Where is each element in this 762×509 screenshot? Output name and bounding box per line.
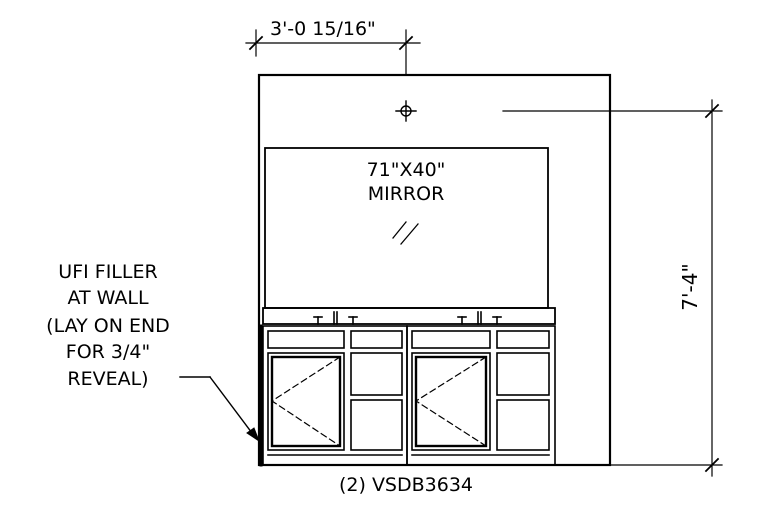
offset-dimension-text: 3'-0 15/16" [270,18,376,40]
vanity-left [262,325,408,466]
filler-note-line-4: FOR 3/4" [66,341,150,363]
drawer-left-bottom [350,399,403,451]
door-swing-right [414,356,487,447]
height-dimension-text: 7'-4" [678,263,702,310]
leader-arrowhead [246,427,261,443]
top-offset-dimension [245,29,421,76]
door-swing-left [270,356,341,447]
countertop [262,307,556,325]
door-left [267,352,345,451]
filler-leader [179,376,253,434]
drawer-right-top [496,330,550,349]
drawer-left-mid [350,352,403,396]
mirror-label-text: MIRROR [368,183,445,205]
vanity-label-text: (2) VSDB3634 [339,474,473,496]
drawer-left-top [350,330,403,349]
drawer-right-bottom [496,399,550,451]
filler-note-line-2: AT WALL [67,287,148,309]
door-right [411,352,491,451]
false-drawer-right [411,330,491,349]
faucet-left [313,311,358,325]
filler-note-line-3: (LAY ON END [46,315,170,337]
drawer-right-mid [496,352,550,396]
faucet-right [457,311,502,325]
light-fixture-symbol [395,100,417,122]
false-drawer-left [267,330,345,349]
mirror-size-text: 71"X40" [367,159,446,181]
filler-note-line-1: UFI FILLER [58,261,157,283]
wall-outline [257,73,612,467]
filler-note-line-5: REVEAL) [67,368,148,390]
height-dimension [502,99,723,477]
vanity-right [406,325,556,466]
glass-hatch [392,221,419,245]
